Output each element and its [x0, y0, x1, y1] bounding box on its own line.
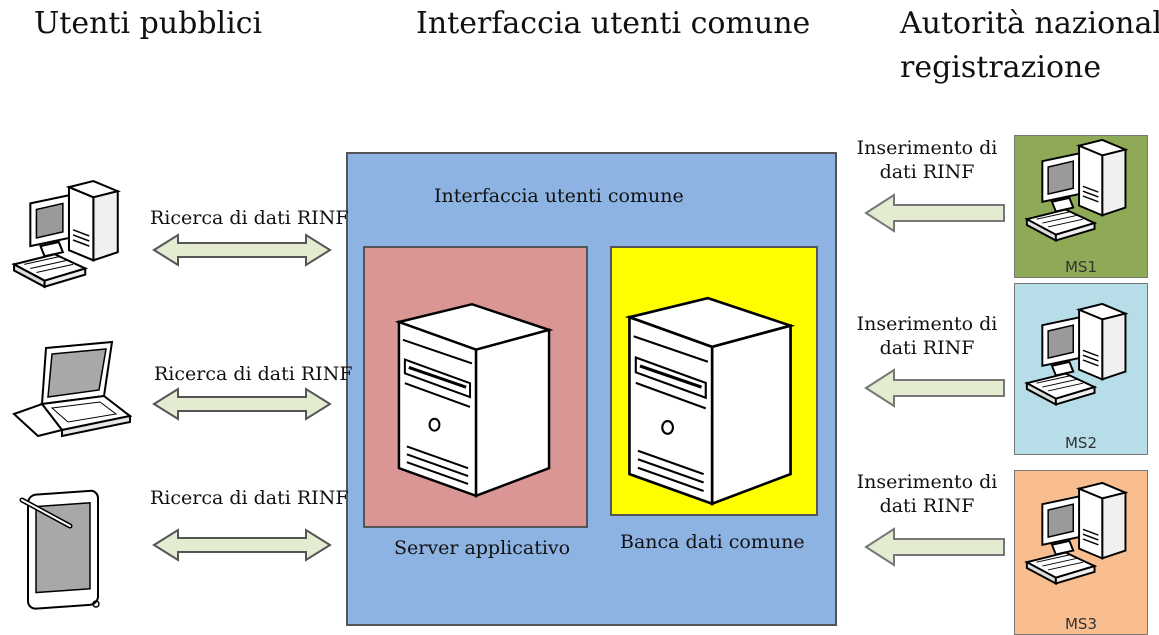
input-arrow-1 — [864, 193, 1006, 233]
double-arrow-2 — [152, 387, 332, 421]
input-arrow-3 — [864, 527, 1006, 567]
double-arrow-3 — [152, 528, 332, 562]
central-panel-title: Interfaccia utenti comune — [434, 185, 684, 207]
heading-national-authorities-line1: Autorità nazionali di — [900, 6, 1159, 41]
search-label-1: Ricerca di dati RINF — [150, 207, 349, 229]
ms2-label: MS2 — [1064, 434, 1097, 452]
heading-public-users: Utenti pubblici — [34, 6, 263, 41]
database-label: Banca dati comune — [620, 531, 805, 553]
central-interface-panel: Interfaccia utenti comune Server applica… — [346, 152, 837, 626]
app-server-label: Server applicativo — [394, 537, 571, 559]
database-panel — [610, 246, 818, 516]
ms1-computer-icon — [1023, 138, 1139, 254]
ms1-box: MS1 — [1014, 135, 1148, 278]
heading-national-authorities-line2: registrazione — [900, 50, 1102, 85]
ms3-label: MS3 — [1064, 615, 1097, 633]
desktop-computer-icon — [10, 178, 132, 302]
ms1-label: MS1 — [1064, 258, 1097, 276]
search-label-3: Ricerca di dati RINF — [150, 487, 349, 509]
ms2-computer-icon — [1023, 302, 1139, 418]
app-server-panel — [363, 246, 588, 528]
heading-common-interface: Interfaccia utenti comune — [416, 6, 811, 41]
ms3-computer-icon — [1023, 481, 1139, 597]
app-server-icon — [395, 302, 553, 500]
ms2-box: MS2 — [1014, 283, 1148, 455]
laptop-icon — [12, 340, 132, 440]
search-label-2: Ricerca di dati RINF — [154, 363, 353, 385]
input-arrow-2 — [864, 368, 1006, 408]
database-server-icon — [620, 296, 800, 508]
ms3-box: MS3 — [1014, 470, 1148, 635]
double-arrow-1 — [152, 233, 332, 267]
tablet-icon — [16, 486, 116, 616]
